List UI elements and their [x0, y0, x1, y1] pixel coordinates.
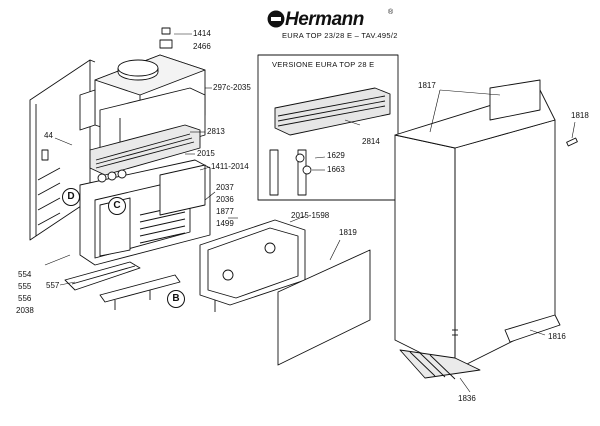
- part-1817: 1817: [418, 81, 436, 90]
- part-1663: 1663: [327, 165, 345, 174]
- part-2466: 2466: [193, 42, 211, 51]
- part-44: 44: [44, 131, 53, 140]
- front-panel: [199, 219, 306, 312]
- part-554: 554: [18, 270, 32, 279]
- brand-name: Hermann: [285, 9, 364, 30]
- brand-registered-mark: ®: [388, 9, 394, 16]
- part-557: 557: [46, 281, 60, 290]
- part-1629: 1629: [327, 151, 345, 160]
- detail-marker-b: B: [167, 290, 185, 308]
- heat-exchanger: [89, 124, 201, 176]
- detail-marker-c: C: [108, 197, 126, 215]
- diagram-subtitle: EURA TOP 23/28 E – TAV.495/2: [282, 31, 398, 40]
- detail-marker-d: D: [62, 188, 80, 206]
- part-1499: 1499: [216, 219, 234, 228]
- insulation-panel: [159, 164, 206, 216]
- bottom-grill: [399, 349, 481, 380]
- part-1819: 1819: [339, 228, 357, 237]
- part-2037: 2037: [216, 183, 234, 192]
- part-2036: 2036: [216, 195, 234, 204]
- part-555: 555: [18, 282, 32, 291]
- part-2038: 2038: [16, 306, 34, 315]
- part-1411-2014: 1411-2014: [211, 162, 249, 171]
- part-2015: 2015: [197, 149, 215, 158]
- inset-box: [257, 54, 399, 201]
- window-glass: [277, 249, 371, 366]
- part-1818: 1818: [571, 111, 589, 120]
- bottom-plate: [504, 314, 561, 343]
- part-297c-2035: 297c-2035: [213, 83, 251, 92]
- outer-casing: [394, 79, 556, 371]
- part-2814: 2814: [362, 137, 380, 146]
- part-2015-1598: 2015-1598: [291, 211, 330, 220]
- inset-title: VERSIONE EURA TOP 28 E: [272, 60, 375, 69]
- brand-logo-icon: [267, 10, 285, 28]
- part-2813: 2813: [207, 127, 225, 136]
- bracket-icon: [159, 27, 173, 49]
- burner-tray: [64, 261, 181, 310]
- part-1877: 1877: [216, 207, 234, 216]
- part-1836: 1836: [458, 394, 476, 403]
- part-556: 556: [18, 294, 32, 303]
- clip-icon: [566, 137, 578, 147]
- part-1816: 1816: [548, 332, 566, 341]
- leader-lines: [44, 33, 576, 393]
- part-1414: 1414: [193, 29, 211, 38]
